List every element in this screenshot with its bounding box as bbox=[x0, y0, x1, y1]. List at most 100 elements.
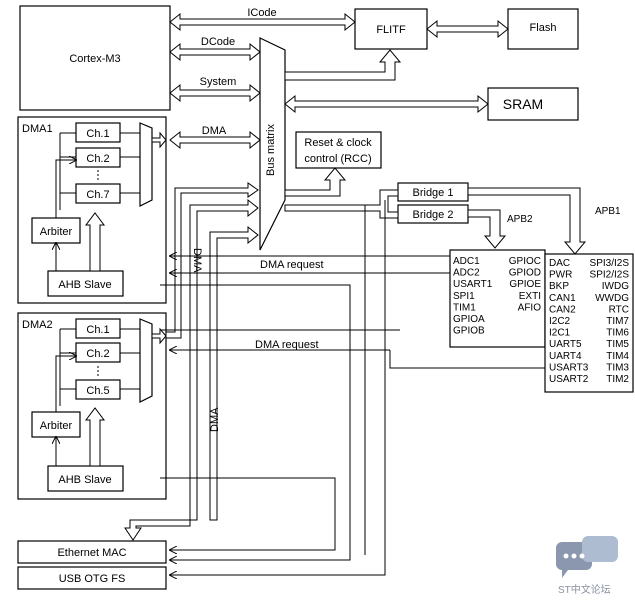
rcc-label-1: Reset & clock bbox=[304, 137, 372, 149]
dma-vertical-label-1: DMA bbox=[191, 248, 203, 273]
eth-request-line bbox=[160, 477, 336, 550]
apb2-periph-adc1: ADC1 bbox=[453, 256, 480, 267]
dma1-mux-out bbox=[151, 131, 167, 149]
dma1-ch7-label: Ch.7 bbox=[86, 189, 109, 201]
dma2-ahb-up-arrow bbox=[85, 407, 105, 467]
dma1-channel-bus bbox=[59, 132, 76, 210]
dma1-ahb-slave-label: AHB Slave bbox=[58, 279, 111, 291]
apb2-periph-gpioc: GPIOC bbox=[509, 256, 541, 267]
apb1-periph-bkp: BKP bbox=[549, 281, 569, 292]
apb1-periph-tim7: TIM7 bbox=[606, 316, 629, 327]
rcc-block bbox=[295, 131, 382, 169]
apb1-periph-iwdg: IWDG bbox=[602, 281, 629, 292]
system-bus-arrow bbox=[169, 83, 261, 103]
apb2-periph-gpioe: GPIOE bbox=[509, 279, 541, 290]
dma-vertical-label-2: DMA bbox=[209, 407, 221, 432]
apb1-periph-can2: CAN2 bbox=[549, 304, 576, 315]
dma2-ahb-slave bbox=[47, 465, 124, 492]
apb2-periph-exti: EXTI bbox=[519, 291, 541, 302]
dma1-ahb-up-arrow bbox=[85, 212, 105, 272]
cortex-m3-label: Cortex-M3 bbox=[69, 53, 120, 65]
apb1-periph-dac: DAC bbox=[549, 258, 570, 269]
apb1-right-column: SPI3/I2SSPI2/I2SIWDGWWDGRTCTIM7TIM6TIM5T… bbox=[590, 258, 630, 385]
apb1-periph-tim6: TIM6 bbox=[606, 328, 629, 339]
dma2-ahb-slave-label: AHB Slave bbox=[58, 474, 111, 486]
watermark-text: ST中文论坛 bbox=[558, 583, 611, 596]
apb1-left-column: DACPWRBKPCAN1CAN2I2C2I2C1UART5UART4USART… bbox=[549, 258, 589, 385]
dma2-title: DMA2 bbox=[22, 319, 53, 331]
apb2-peripherals-block bbox=[449, 249, 546, 348]
bridge2-label: Bridge 2 bbox=[413, 209, 454, 221]
matrix-flitf-arrow bbox=[284, 49, 402, 81]
dma-bus-label: DMA bbox=[202, 125, 227, 137]
flash-label: Flash bbox=[530, 22, 557, 34]
apb1-label: APB1 bbox=[595, 206, 621, 217]
dma1-arbiter-label: Arbiter bbox=[40, 226, 73, 238]
flitf-label: FLITF bbox=[376, 24, 406, 36]
dma-bus-arrow bbox=[169, 130, 261, 150]
apb2-periph-gpioa: GPIOA bbox=[453, 314, 485, 325]
dma2-ch2-label: Ch.2 bbox=[86, 348, 109, 360]
dma2-ch1-label: Ch.1 bbox=[86, 324, 109, 336]
apb2-bus-arrow bbox=[467, 209, 507, 249]
matrix-rcc-arrow bbox=[284, 167, 347, 197]
apb1-periph-rtc: RTC bbox=[609, 304, 629, 315]
apb2-periph-gpiob: GPIOB bbox=[453, 326, 485, 337]
dma-matrix-path-2 bbox=[189, 198, 259, 521]
dma1-channel-out bbox=[120, 132, 140, 194]
apb1-periph-wwdg: WWDG bbox=[595, 293, 629, 304]
dma1-arbiter-link bbox=[55, 160, 76, 218]
apb2-periph-tim1: TIM1 bbox=[453, 302, 476, 313]
dcode-label: DCode bbox=[201, 36, 235, 48]
dma-request-label-2: DMA request bbox=[255, 339, 319, 351]
usb-otg-fs-label: USB OTG FS bbox=[59, 573, 126, 585]
dma-eth-path bbox=[124, 519, 191, 541]
sram-block bbox=[487, 87, 579, 121]
matrix-sram-arrow bbox=[284, 94, 489, 114]
flitf-block bbox=[354, 8, 428, 50]
apb2-label: APB2 bbox=[507, 214, 533, 225]
ethernet-mac-label: Ethernet MAC bbox=[57, 547, 126, 559]
dma2-mux bbox=[139, 318, 153, 403]
flash-block bbox=[507, 8, 579, 50]
dma2-channel-out bbox=[120, 328, 140, 390]
st-forum-logo bbox=[556, 536, 618, 578]
apb1-periph-spi3-i2s: SPI3/I2S bbox=[590, 258, 630, 269]
usb-request-line bbox=[160, 284, 351, 560]
apb1-periph-usart2: USART2 bbox=[549, 374, 589, 385]
dma-matrix-path-3 bbox=[209, 225, 259, 521]
apb1-periph-usart3: USART3 bbox=[549, 362, 589, 373]
apb1-peripherals-block bbox=[544, 253, 634, 393]
dma-request-label-1: DMA request bbox=[260, 259, 324, 271]
dma2-channel-bus bbox=[59, 328, 76, 406]
bridge-usb-line bbox=[170, 200, 386, 575]
apb1-periph-tim2: TIM2 bbox=[606, 374, 629, 385]
apb2-periph-spi1: SPI1 bbox=[453, 291, 475, 302]
system-label: System bbox=[200, 76, 237, 88]
flitf-flash-arrow bbox=[426, 19, 509, 39]
apb1-periph-tim3: TIM3 bbox=[606, 362, 629, 373]
dma1-ch1-label: Ch.1 bbox=[86, 128, 109, 140]
apb1-periph-pwr: PWR bbox=[549, 270, 572, 281]
dma-request-link bbox=[389, 350, 545, 369]
dma2-mux-out bbox=[151, 327, 167, 345]
apb1-periph-uart5: UART5 bbox=[549, 339, 582, 350]
icode-bus-arrow bbox=[169, 12, 356, 32]
bridge1-label: Bridge 1 bbox=[413, 187, 454, 199]
usb-otg-fs-block bbox=[17, 566, 167, 590]
dma1-title: DMA1 bbox=[22, 123, 53, 135]
apb1-periph-tim4: TIM4 bbox=[606, 351, 629, 362]
apb1-periph-uart4: UART4 bbox=[549, 351, 582, 362]
dma2-arbiter-label: Arbiter bbox=[40, 420, 73, 432]
apb1-periph-can1: CAN1 bbox=[549, 293, 576, 304]
dma1-ch2-label: Ch.2 bbox=[86, 153, 109, 165]
apb1-periph-tim5: TIM5 bbox=[606, 339, 629, 350]
icode-label: ICode bbox=[247, 7, 276, 19]
apb2-periph-afio: AFIO bbox=[518, 302, 542, 313]
bus-matrix-block bbox=[259, 37, 286, 251]
dcode-bus-arrow bbox=[169, 42, 261, 62]
